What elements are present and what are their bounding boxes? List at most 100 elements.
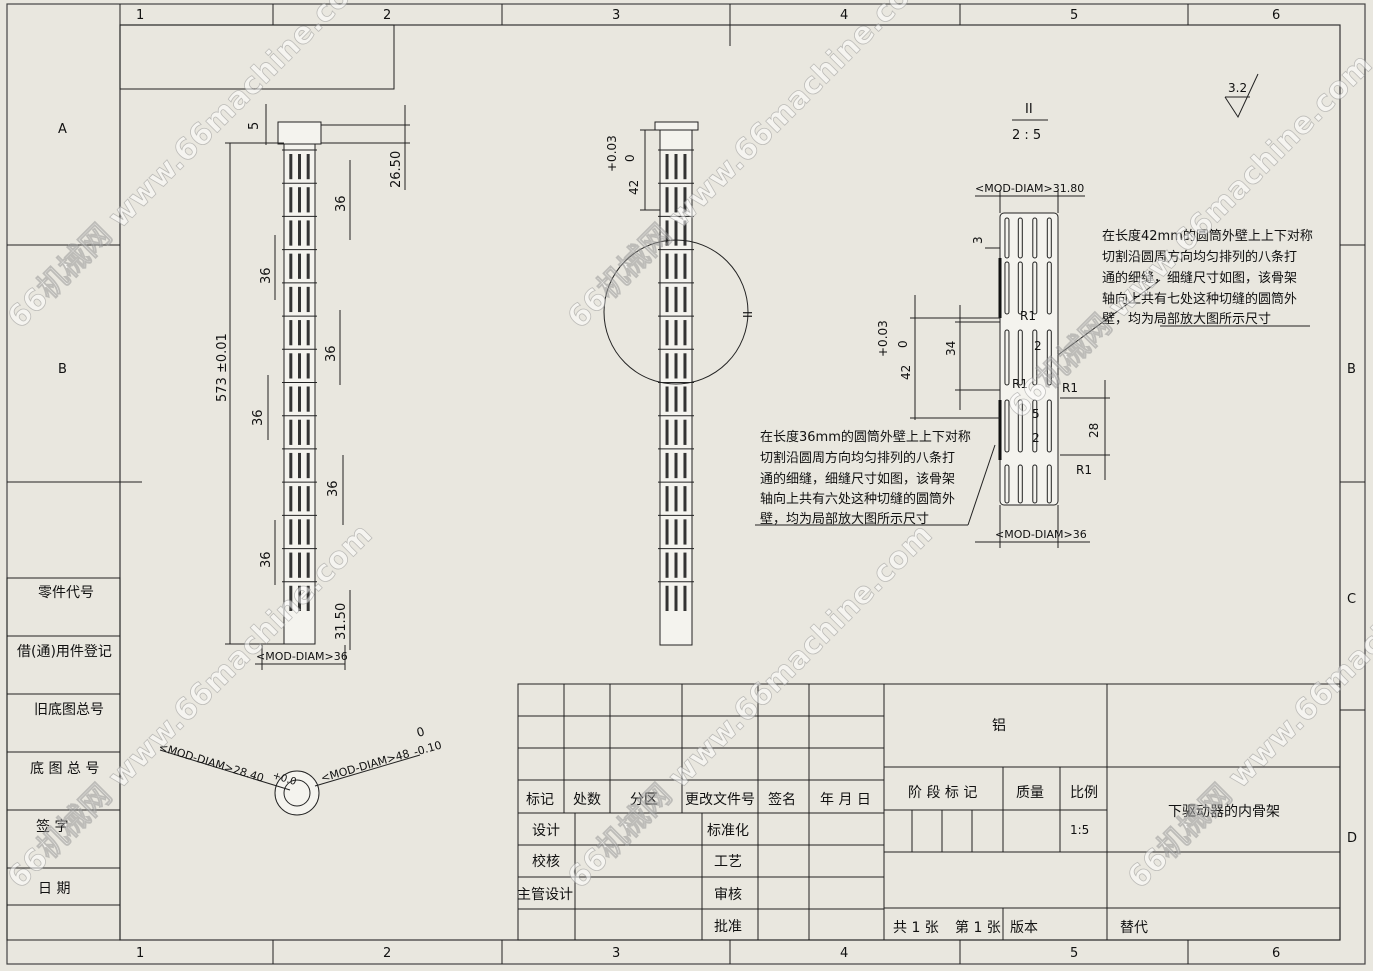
label-craft: 工艺: [714, 854, 742, 870]
slot: [665, 486, 669, 512]
main-view-dimensioned: 5 26.50 36 36 36 36 36 36 573 ±0.01 31.5…: [215, 104, 410, 670]
slot: [683, 187, 687, 213]
row-d-right: D: [1347, 831, 1357, 846]
detail-slot: [1004, 217, 1010, 259]
material: 铝: [992, 718, 1006, 734]
detail-dim-5: 5: [1032, 407, 1040, 421]
slot: [683, 353, 687, 379]
note-bottom-line-4: 轴向上共有六处这种切缝的圆筒外: [760, 491, 955, 507]
slot: [665, 519, 669, 545]
label-standardize: 标准化: [707, 823, 749, 839]
label-part-code: 零件代号: [38, 585, 94, 601]
row-chief: 主管设计: [517, 887, 573, 903]
slot: [298, 286, 301, 313]
slot: [674, 452, 678, 479]
note-bottom-line-2: 切割沿圆周方向均匀排列的八条打: [760, 450, 955, 466]
detail-slot: [1004, 464, 1010, 504]
slot: [298, 552, 301, 578]
replace: 替代: [1120, 920, 1148, 936]
slot: [306, 419, 310, 445]
slot: [298, 320, 301, 346]
detail-top-diam: <MOD-DIAM>31.80: [975, 182, 1084, 195]
detail-slot: [1017, 329, 1023, 386]
slot: [289, 386, 293, 412]
slot: [289, 253, 293, 279]
label-approve: 批准: [714, 919, 742, 935]
col-4-top: 4: [840, 8, 848, 23]
slot: [298, 419, 301, 445]
col-6-top: 6: [1272, 8, 1280, 23]
slot: [674, 253, 678, 279]
v2-tol-lower: 0: [623, 154, 637, 162]
slot: [683, 386, 687, 412]
stage-mark: 阶 段 标 记: [908, 785, 977, 801]
sheet-number: 第 1 张: [955, 919, 1001, 936]
dim-total-length: 573 ±0.01: [215, 333, 230, 402]
slot: [289, 286, 293, 313]
slot: [289, 486, 293, 512]
detail-slot: [1032, 261, 1038, 315]
scale-label: 比例: [1070, 785, 1098, 801]
dim-pitch-3: 36: [324, 345, 339, 362]
label-signature: 签 字: [36, 818, 68, 835]
row-b-right: B: [1347, 362, 1356, 377]
dim-top-step: 5: [247, 122, 262, 130]
slot: [683, 452, 687, 479]
slot: [306, 552, 310, 578]
slot: [298, 386, 301, 412]
slot: [298, 486, 301, 512]
version: 版本: [1010, 920, 1038, 936]
title-block: 铝 标记 处数 分区 更改文件号 签名 年 月 日 设计 校核 主管设计 标准化…: [517, 683, 1341, 941]
slot: [665, 154, 669, 180]
slot: [289, 187, 293, 213]
detail-r1-a: R1: [1020, 309, 1036, 323]
label-base-total: 底 图 总 号: [30, 761, 99, 777]
slot: [683, 286, 687, 313]
detail-slot: [1046, 217, 1052, 259]
part-name: 下驱动器的内骨架: [1168, 804, 1280, 820]
col-1-bottom: 1: [136, 946, 144, 961]
detail-slot: [1017, 399, 1023, 453]
detail-scale: 2 : 5: [1012, 128, 1041, 143]
slot: [306, 585, 310, 611]
slot: [289, 220, 293, 246]
col-5-bottom: 5: [1070, 946, 1078, 961]
detail-r1-d: R1: [1076, 463, 1092, 477]
detail-slot: [1004, 261, 1010, 315]
slot: [289, 154, 293, 180]
note-top-line-3: 通的细缝，细缝尺寸如图，该骨架: [1102, 270, 1297, 286]
slot: [289, 320, 293, 346]
note-top-line-4: 轴向上共有七处这种切缝的圆筒外: [1102, 291, 1297, 307]
slot: [298, 187, 301, 213]
main-view-plain: +0.03 0 42 II: [603, 121, 755, 646]
slot: [674, 419, 678, 445]
roughness-symbol: 3.2: [1224, 73, 1259, 119]
detail-slot: [1004, 329, 1010, 386]
detail-bottom-diam: <MOD-DIAM>36: [995, 528, 1087, 541]
v2-length: 42: [627, 180, 641, 195]
header-sign: 签名: [768, 791, 796, 808]
slot: [289, 452, 293, 479]
slot: [665, 220, 669, 246]
detail-tol-lower: 0: [896, 340, 910, 348]
col-2-top: 2: [383, 8, 391, 23]
dim-first-pitch: 26.50: [389, 151, 404, 188]
header-count: 处数: [573, 792, 601, 808]
slot: [289, 519, 293, 545]
svg-text:3.2: 3.2: [1228, 81, 1247, 95]
slot: [306, 154, 310, 180]
row-a-left: A: [58, 122, 67, 137]
slot: [665, 386, 669, 412]
left-registration-panel: 零件代号 借(通)用件登记 旧底图总号 底 图 总 号 签 字 日 期: [6, 577, 121, 941]
slot: [665, 253, 669, 279]
detail-slot: [1032, 399, 1038, 453]
detail-len-42: 42: [899, 365, 913, 380]
slot: [674, 154, 678, 180]
slot: [298, 220, 301, 246]
detail-slot: [1046, 399, 1052, 453]
slot: [674, 187, 678, 213]
slot: [683, 220, 687, 246]
slot: [306, 452, 310, 479]
row-c-right: C: [1347, 592, 1356, 607]
